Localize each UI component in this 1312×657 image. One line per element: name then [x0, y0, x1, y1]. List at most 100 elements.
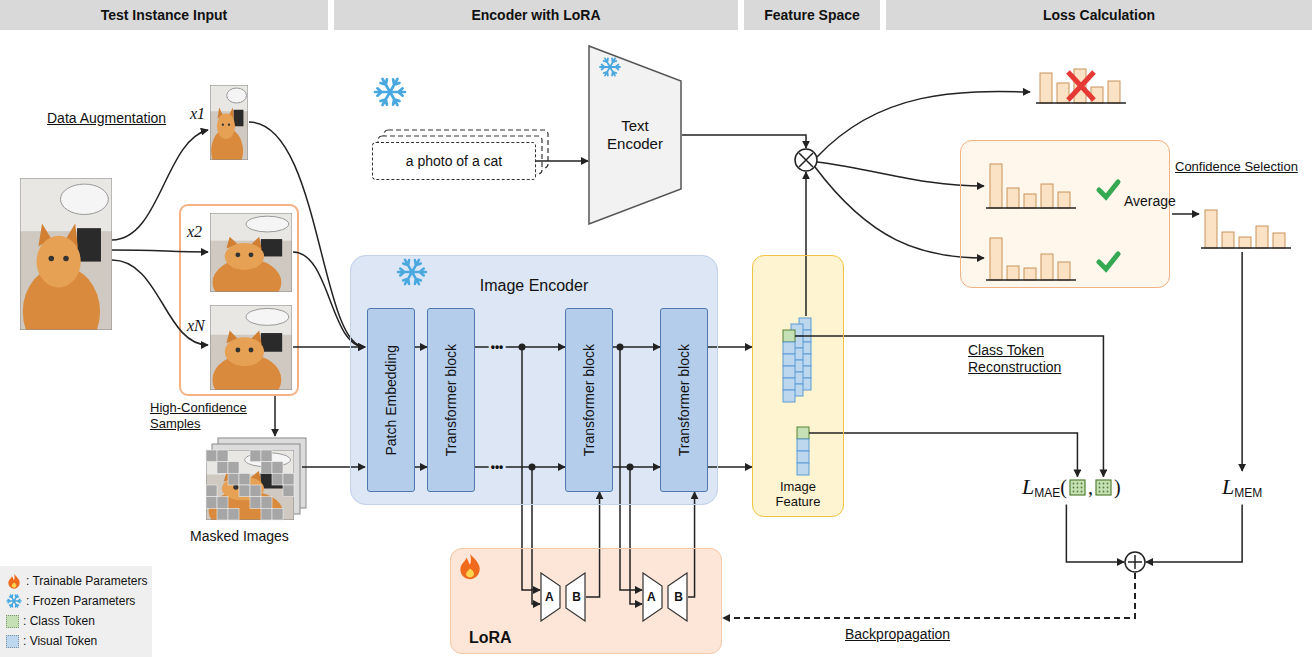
legend-row: : Frozen Parameters — [6, 591, 152, 611]
lora-input — [532, 467, 540, 604]
label-anchor: ••• — [489, 460, 506, 474]
legend-icon — [6, 573, 22, 589]
graphic — [398, 260, 426, 284]
mask-patches — [206, 450, 294, 520]
input-arrow — [293, 346, 365, 348]
node-label: Transformer block — [676, 344, 693, 456]
score-bars — [986, 164, 1076, 208]
label-anchor: x1 — [190, 104, 205, 123]
graphic — [783, 330, 795, 342]
node-label: Confidence Selection — [1175, 159, 1298, 175]
node-label: Transformer block — [581, 344, 598, 456]
graphic — [1036, 102, 1126, 104]
label-anchor: , — [1088, 475, 1093, 499]
graphic — [261, 239, 282, 256]
label-anchor: ( — [1060, 475, 1067, 499]
prediction-arrow — [817, 91, 1030, 157]
text-prompt-box: a photo of a cat — [372, 142, 536, 180]
junction-dot — [529, 464, 536, 471]
legend-swatch — [6, 635, 19, 648]
graphic — [783, 342, 795, 354]
graphic — [217, 114, 235, 140]
graphic — [783, 366, 795, 378]
graphic — [217, 497, 228, 509]
loss-term: LMEM — [1222, 474, 1262, 500]
region-fill — [752, 255, 844, 517]
graphic — [250, 485, 261, 497]
input-arrow — [302, 466, 365, 468]
label-anchor: Backpropagation — [845, 626, 950, 643]
graphic — [7, 595, 21, 607]
region-fill — [450, 548, 722, 654]
graphic — [1128, 555, 1142, 569]
graphic — [1007, 188, 1019, 208]
graphic — [206, 497, 217, 509]
graphic — [1073, 490, 1075, 492]
graphic — [1058, 192, 1070, 208]
legend-label: : Frozen Parameters — [26, 594, 135, 608]
label-anchor: Masked Images — [190, 528, 289, 545]
node-label: Image Feature — [756, 479, 840, 510]
graphic — [1096, 480, 1111, 495]
graphic — [1057, 83, 1069, 103]
encoder-block: Transformer block — [565, 308, 613, 492]
graphic — [1125, 552, 1145, 572]
graphic — [228, 473, 239, 485]
annotation: Data Augmentation — [47, 110, 166, 127]
graphic — [283, 473, 294, 485]
graphic — [1077, 482, 1079, 484]
image-feature-arrow — [805, 172, 807, 316]
up-projection — [566, 573, 585, 621]
cat-photo — [210, 305, 292, 390]
graphic — [249, 252, 254, 257]
graphic — [37, 236, 81, 288]
label-anchor: L — [1222, 474, 1234, 500]
graphic — [228, 124, 230, 126]
graphic — [1081, 482, 1083, 484]
graphic — [225, 337, 264, 366]
graphic — [795, 149, 817, 171]
graphic — [261, 462, 272, 474]
score-bars — [1036, 69, 1126, 103]
graphic — [1077, 490, 1079, 492]
graphic — [228, 462, 239, 474]
label-anchor: xN — [187, 316, 205, 335]
graphic — [227, 88, 247, 103]
lora-input — [620, 347, 642, 590]
annotation: xN — [187, 316, 205, 335]
graphic — [990, 238, 1002, 280]
graphic — [797, 427, 809, 439]
node-label: A — [545, 590, 554, 604]
graphic — [1099, 486, 1101, 488]
node-label: A — [647, 590, 656, 604]
cat-photo — [20, 178, 112, 330]
graphic — [1103, 482, 1105, 484]
text-encoder: Text Encoder — [588, 45, 682, 225]
score-bars — [986, 238, 1076, 280]
graphic — [225, 243, 264, 270]
graphic — [797, 463, 809, 475]
section-header: Feature Space — [744, 0, 880, 30]
node-label: Patch Embedding — [383, 345, 400, 456]
node-label: B — [572, 590, 581, 604]
graphic — [1073, 482, 1075, 484]
average-arrow — [1172, 213, 1199, 215]
annotation: Masked Images — [190, 528, 289, 545]
graphic — [1099, 490, 1101, 492]
class-token-icon — [1095, 479, 1112, 496]
graphic — [1108, 81, 1120, 103]
graphic — [239, 485, 250, 497]
region-fill — [960, 140, 1170, 288]
connector — [415, 346, 427, 348]
legend-row: : Visual Token — [6, 631, 152, 651]
region-fill — [350, 255, 718, 505]
graphic — [234, 110, 244, 127]
graphic — [210, 213, 292, 241]
graphic — [466, 568, 474, 577]
average-to-loss — [1241, 252, 1243, 471]
multiply-symbol — [795, 149, 817, 171]
selection-box — [180, 205, 298, 395]
legend-swatch — [6, 615, 19, 628]
graphic — [8, 574, 19, 589]
label-anchor: x2 — [187, 222, 202, 241]
